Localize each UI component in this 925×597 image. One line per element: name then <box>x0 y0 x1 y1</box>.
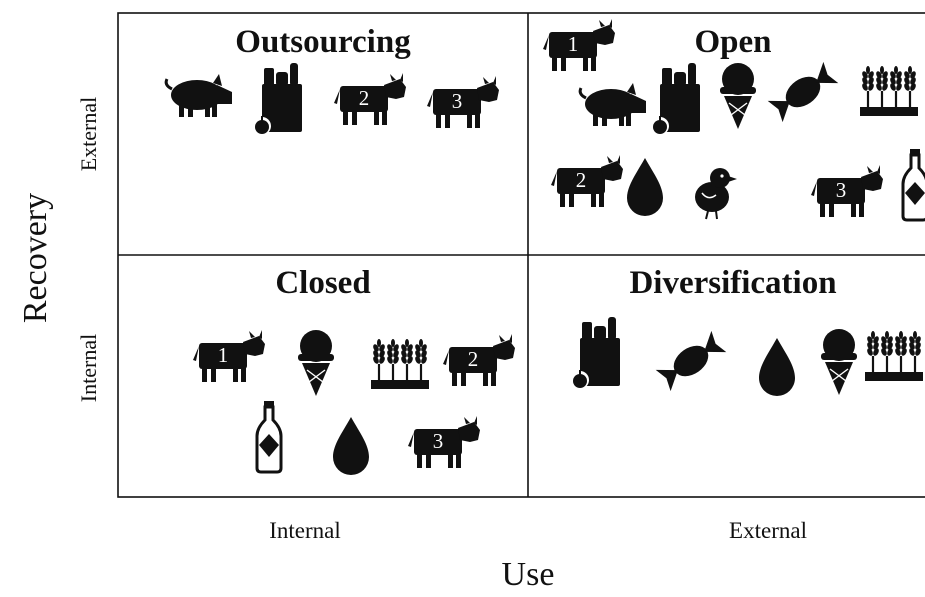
cow-icon: 3 <box>427 76 499 128</box>
cow-icon: 2 <box>443 334 515 386</box>
cow-icon: 2 <box>334 73 406 125</box>
y-tick-external: External <box>76 96 101 172</box>
quadrant-title-closed: Closed <box>275 265 371 301</box>
grocery-bag-icon <box>651 63 700 135</box>
pig-icon <box>578 83 646 126</box>
x-axis-title: Use <box>501 556 555 593</box>
quadrant-title-diversification: Diversification <box>629 265 837 301</box>
y-tick-internal: Internal <box>76 333 101 403</box>
svg-text:2: 2 <box>576 168 587 192</box>
svg-text:1: 1 <box>218 343 229 367</box>
cow-icon: 2 <box>551 155 623 207</box>
cow-icon: 3 <box>811 165 883 217</box>
water-drop-icon <box>333 417 369 475</box>
pig-icon <box>164 74 232 117</box>
cow-icon: 3 <box>408 416 480 468</box>
candy-icon <box>767 61 839 123</box>
wheat-field-icon <box>371 339 429 389</box>
quadrant-title-outsourcing: Outsourcing <box>235 24 411 60</box>
chick-icon <box>695 168 737 220</box>
bottle-icon <box>901 149 925 222</box>
svg-text:3: 3 <box>452 89 463 113</box>
icon-layer: 2 3 1 2 3 1 2 3 <box>164 19 925 475</box>
ice-cream-icon <box>821 329 857 395</box>
ice-cream-icon <box>720 63 756 129</box>
wheat-field-icon <box>860 66 918 116</box>
y-axis-title: Recovery <box>17 192 54 324</box>
svg-text:1: 1 <box>568 32 579 56</box>
quadrant-title-open: Open <box>694 24 772 60</box>
svg-text:2: 2 <box>359 86 370 110</box>
water-drop-icon <box>627 158 663 216</box>
candy-icon <box>655 330 727 392</box>
wheat-field-icon <box>865 331 923 381</box>
svg-text:3: 3 <box>433 429 444 453</box>
water-drop-icon <box>759 338 795 396</box>
x-tick-external: External <box>729 518 807 543</box>
grocery-bag-icon <box>253 63 302 135</box>
cow-icon: 1 <box>193 330 265 382</box>
svg-text:2: 2 <box>468 347 479 371</box>
grocery-bag-icon <box>571 317 620 389</box>
bottle-icon <box>255 401 283 474</box>
svg-text:3: 3 <box>836 178 847 202</box>
ice-cream-icon <box>298 330 334 396</box>
x-tick-internal: Internal <box>269 518 341 543</box>
cow-icon: 1 <box>543 19 615 71</box>
